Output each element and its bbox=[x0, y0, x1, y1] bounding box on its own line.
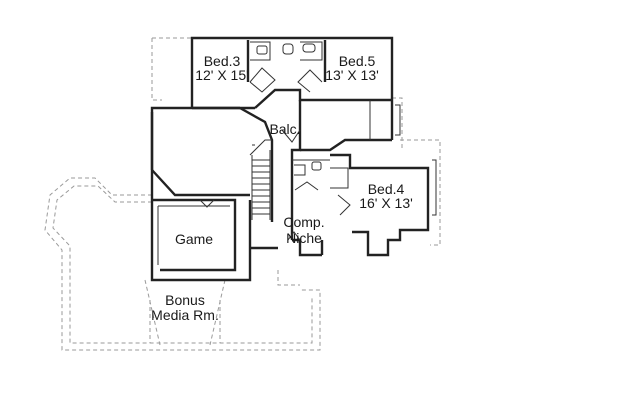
balcony-label: Balc. bbox=[269, 121, 300, 137]
bed3-name: Bed.3 bbox=[204, 53, 241, 69]
stair bbox=[251, 150, 271, 220]
game-room-walls bbox=[152, 198, 278, 272]
roof-outline bbox=[44, 37, 441, 351]
right-wing-walls bbox=[281, 100, 437, 257]
comp-niche-line2: Niche bbox=[286, 230, 322, 246]
bed4-size: 16' X 13' bbox=[359, 195, 413, 211]
bed5-size: 13' X 13' bbox=[325, 67, 379, 83]
bed3-size: 12' X 15' bbox=[195, 67, 249, 83]
bonus-media-line1: Bonus bbox=[165, 292, 205, 308]
room-labels: Bed.3 12' X 15' Bed.5 13' X 13' Balc. Be… bbox=[151, 53, 413, 323]
upper-rooms-walls bbox=[190, 36, 394, 140]
game-label: Game bbox=[175, 231, 213, 247]
central-walls bbox=[150, 106, 274, 282]
bonus-media-line2: Media Rm. bbox=[151, 307, 219, 323]
bed5-name: Bed.5 bbox=[339, 53, 376, 69]
bed4-name: Bed.4 bbox=[368, 181, 405, 197]
comp-niche-line1: Comp. bbox=[283, 214, 324, 230]
